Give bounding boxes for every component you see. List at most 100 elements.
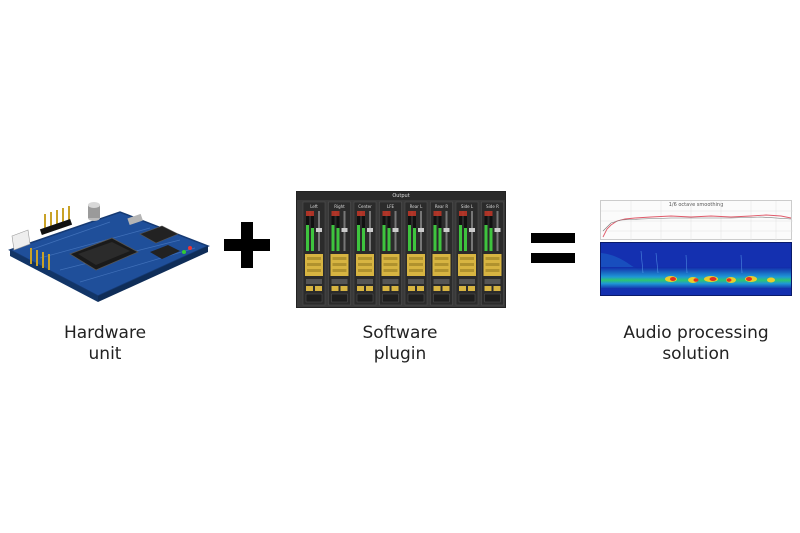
solution-label-line2: solution xyxy=(662,344,730,364)
plus-operator: + xyxy=(224,222,270,268)
channel-button xyxy=(306,279,322,284)
channel-meter-left xyxy=(433,225,437,251)
channel-button xyxy=(357,279,373,284)
software-label-line1: Software xyxy=(362,323,438,343)
channel-fader-knob xyxy=(494,228,501,232)
channel-gold-line xyxy=(383,263,398,266)
channel-gold-line xyxy=(383,257,398,260)
channel-meter-right xyxy=(362,228,365,251)
plugin-channel-strips: Left Right Center LFE Rear L Rear R Side L Side… xyxy=(302,201,504,306)
channel-gold-line xyxy=(460,269,474,272)
channel-peak-indicator xyxy=(484,211,493,216)
channel-name: Rear R xyxy=(435,204,448,209)
channel-fader-knob xyxy=(341,228,348,232)
software-label-line2: plugin xyxy=(373,344,427,364)
channel-mute-button xyxy=(459,286,466,291)
channel-gold-line xyxy=(409,263,423,266)
channel-fader-knob xyxy=(316,228,322,232)
hardware-unit-label: Hardware unit xyxy=(20,323,190,365)
channel-button xyxy=(459,279,475,284)
channel-gold-line xyxy=(434,257,449,260)
channel-mute-button xyxy=(484,286,492,291)
channel-gold-line xyxy=(485,269,500,272)
channel-gold-line xyxy=(332,263,347,266)
channel-meter-right xyxy=(311,228,314,251)
channel-meter-right xyxy=(438,228,442,251)
channel-fader-knob xyxy=(367,228,373,232)
channel-peak-indicator xyxy=(382,211,391,216)
channel-readout xyxy=(305,293,323,303)
channel-gold-line xyxy=(332,269,347,272)
channel-meter-left xyxy=(484,225,488,251)
channel-solo-button xyxy=(493,286,501,291)
channel-gold-line xyxy=(358,257,372,260)
channel-meter-right xyxy=(489,228,493,251)
channel-gold-line xyxy=(485,257,500,260)
channel-gold-line xyxy=(434,269,449,272)
channel-solo-button xyxy=(366,286,373,291)
channel-button xyxy=(382,279,399,284)
channel-name: Rear L xyxy=(410,204,423,209)
channel-mute-button xyxy=(382,286,390,291)
channel-name: Left xyxy=(310,204,318,209)
solution-label-line1: Audio processing xyxy=(623,323,769,343)
channel-gold-line xyxy=(434,263,449,266)
channel-fader-knob xyxy=(469,228,475,232)
channel-gold-line xyxy=(409,257,423,260)
channel-peak-indicator xyxy=(331,211,340,216)
channel-button xyxy=(484,279,501,284)
channel-fader-knob xyxy=(392,228,399,232)
channel-gold-line xyxy=(307,269,321,272)
channel-peak-indicator xyxy=(459,211,467,216)
channel-button xyxy=(433,279,450,284)
channel-mute-button xyxy=(331,286,339,291)
channel-meter-left xyxy=(459,225,462,251)
channel-name: LFE xyxy=(387,204,395,209)
solution-label: Audio processing solution xyxy=(600,323,792,365)
channel-meter-right xyxy=(464,228,467,251)
channel-solo-button xyxy=(315,286,322,291)
channel-fader-knob xyxy=(443,228,450,232)
channel-gold-line xyxy=(460,263,474,266)
channel-readout xyxy=(356,293,374,303)
channel-gold-line xyxy=(485,263,500,266)
channel-meter-right xyxy=(413,228,416,251)
frequency-response-plot: 1/6 octave smoothing xyxy=(600,200,793,241)
channel-gold-line xyxy=(307,263,321,266)
hardware-label-line1: Hardware xyxy=(63,323,147,343)
software-plugin-label: Software plugin xyxy=(315,323,485,365)
channel-meter-right xyxy=(387,228,391,251)
channel-mute-button xyxy=(306,286,313,291)
channel-gold-line xyxy=(383,269,398,272)
channel-gold-line xyxy=(307,257,321,260)
channel-gold-line xyxy=(460,257,474,260)
channel-gold-line xyxy=(409,269,423,272)
channel-gold-line xyxy=(358,269,372,272)
hardware-unit-image xyxy=(0,188,216,308)
channel-name: Right xyxy=(334,204,345,209)
channel-fader-knob xyxy=(418,228,424,232)
channel-peak-indicator xyxy=(306,211,314,216)
channel-name: Side R xyxy=(486,204,499,209)
channel-meter-left xyxy=(331,225,335,251)
channel-peak-indicator xyxy=(433,211,442,216)
channel-gold-line xyxy=(332,257,347,260)
channel-solo-button xyxy=(340,286,348,291)
chart-title: 1/6 octave smoothing xyxy=(668,202,724,208)
channel-meter-left xyxy=(408,225,411,251)
channel-name: Center xyxy=(358,204,372,209)
channel-mute-button xyxy=(408,286,415,291)
channel-meter-left xyxy=(357,225,360,251)
channel-peak-indicator xyxy=(408,211,416,216)
channel-readout xyxy=(484,293,501,303)
analysis-image: 1/6 octave smoothing xyxy=(600,200,793,296)
channel-button xyxy=(408,279,424,284)
channel-readout xyxy=(382,293,399,303)
channel-name: Side L xyxy=(461,204,474,209)
hardware-label-line2: unit xyxy=(88,344,122,364)
channel-solo-button xyxy=(391,286,399,291)
channel-meter-left xyxy=(306,225,309,251)
channel-solo-button xyxy=(442,286,450,291)
channel-solo-button xyxy=(468,286,475,291)
channel-peak-indicator xyxy=(357,211,365,216)
